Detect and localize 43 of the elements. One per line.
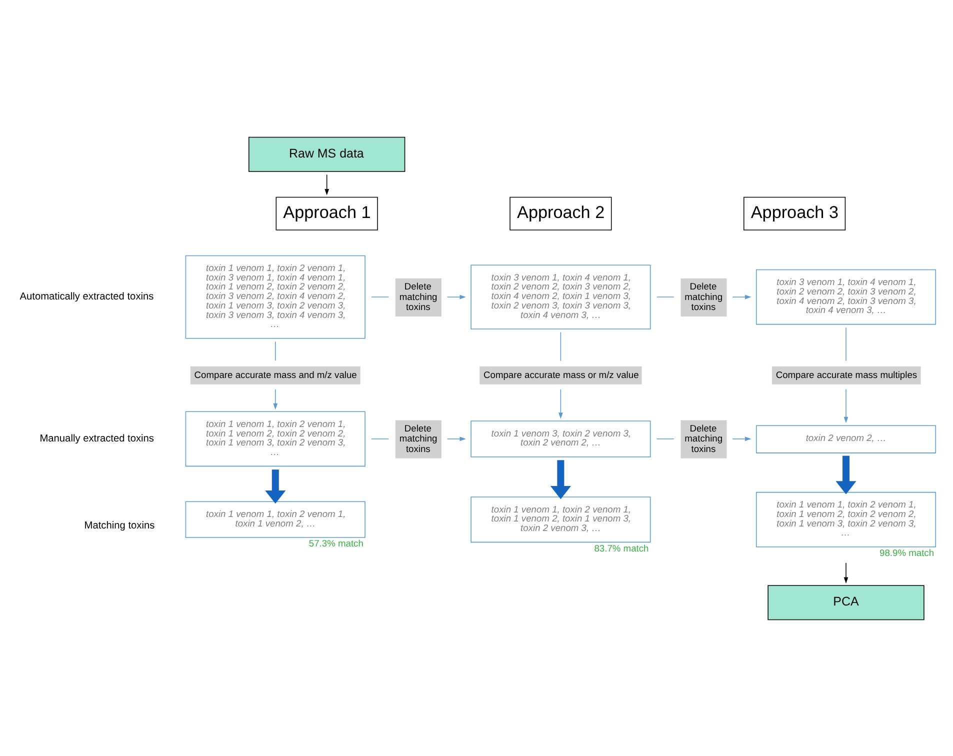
node-label: 83.7% match [594, 542, 649, 553]
label: Automatically extracted toxins [20, 291, 154, 302]
node-box: toxin 3 venom 1, toxin 4 venom 1, toxin 2 venom 2, toxin 3 venom 2, toxin 4 venom 2, toxin 1 venom 3, toxin 2 venom 3, toxin 3 venom 3, toxin 4 venom 3, … [470, 264, 651, 329]
label: Matching toxins [84, 520, 155, 531]
label: Manually extracted toxins [40, 433, 154, 444]
node-box: toxin 2 venom 2, … [756, 424, 936, 453]
arrow [844, 388, 848, 423]
arrow [732, 436, 752, 441]
node-box: toxin 3 venom 1, toxin 4 venom 1, toxin 2 venom 2, toxin 3 venom 2, toxin 4 venom 2, toxin 3 venom 3, toxin 4 venom 3, … [756, 268, 936, 324]
node-label: 98.9% match [880, 547, 934, 558]
arrow [324, 174, 330, 195]
node-box: Compare accurate mass and m/z value [190, 366, 360, 384]
connector [275, 340, 276, 361]
arrow [550, 460, 571, 499]
node-box: toxin 1 venom 1, toxin 2 venom 1, toxin 1 venom 2, … [185, 500, 366, 538]
node-box: toxin 1 venom 3, toxin 2 venom 3, toxin 2 venom 2, … [470, 420, 651, 457]
node-box: Approach 2 [510, 196, 612, 230]
arrow [836, 455, 856, 494]
connector [560, 331, 562, 361]
arrow [446, 294, 466, 299]
node-box: Compare accurate mass multiples [772, 366, 921, 384]
arrow [732, 294, 752, 299]
node-box: Delete matching toxins [395, 420, 442, 458]
node-box: toxin 1 venom 1, toxin 2 venom 1, toxin 1 venom 2, toxin 1 venom 3, toxin 2 venom 3, … [470, 496, 651, 542]
node-box: Approach 1 [276, 196, 378, 230]
arrow [265, 469, 286, 504]
node-box: toxin 1 venom 1, toxin 2 venom 1, toxin 1 venom 2, toxin 2 venom 2, toxin 1 venom 3, toxin 2 venom 3, … [185, 410, 366, 466]
node-box: toxin 1 venom 1, toxin 2 venom 1, toxin 3 venom 1, toxin 4 venom 1, toxin 1 venom 2, toxin 2 venom 2, toxin 3 venom 2, toxin 4 venom 2, toxin 1 venom 3, toxin 2 venom 3, toxin 3 venom 3, toxin 4 venom 3, … [185, 254, 366, 338]
arrow [273, 388, 278, 410]
connector [371, 438, 389, 439]
node-box: toxin 1 venom 1, toxin 2 venom 1, toxin 1 venom 2, toxin 2 venom 2, toxin 1 venom 3, toxin 2 venom 3, … [756, 491, 936, 547]
connector [656, 438, 674, 439]
connector [656, 296, 674, 297]
node-box: Delete matching toxins [395, 278, 442, 316]
node-label: 57.3% match [308, 538, 364, 548]
node-box: Approach 3 [744, 196, 846, 230]
node-box: Compare accurate mass or m/z value [480, 366, 642, 384]
connector [371, 296, 389, 297]
arrow [558, 388, 563, 418]
node-box: Delete matching toxins [680, 278, 727, 316]
arrow [844, 562, 848, 583]
arrow [446, 436, 466, 441]
node-box: Delete matching toxins [680, 420, 727, 458]
